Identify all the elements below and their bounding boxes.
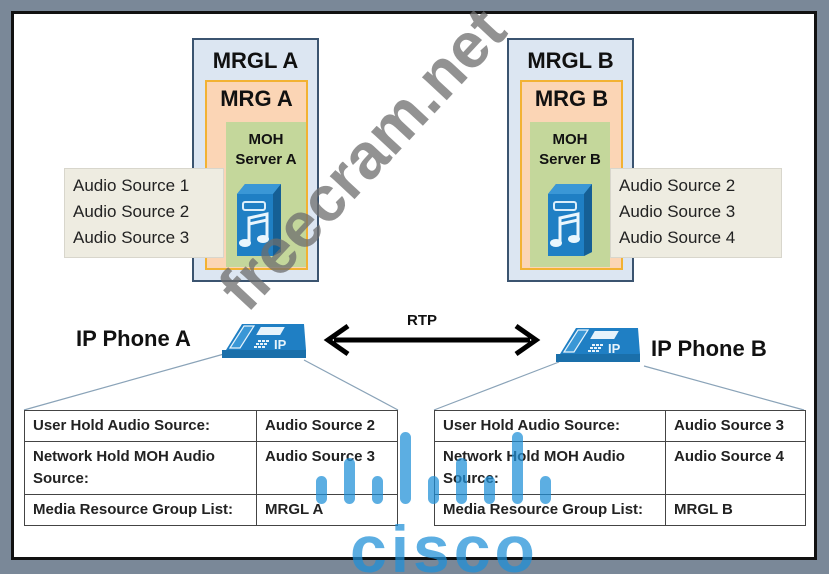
audio-source-list-b: Audio Source 2 Audio Source 3 Audio Sour…	[610, 168, 782, 258]
moh-b-title-line2: Server B	[539, 151, 601, 168]
ip-phone-a-icon: IP	[222, 324, 306, 358]
phone-b-left-connector	[433, 361, 560, 411]
diagram-canvas: MRGL A MRG A MOH Server A Audio Source 1…	[11, 0, 817, 574]
ip-phone-b-label: IP Phone B	[651, 336, 767, 361]
mrg-b-title: MRG B	[534, 86, 609, 111]
moh-server-icon	[548, 184, 592, 256]
table-row: Network Hold MOH Audio Source: Audio Sou…	[434, 441, 806, 495]
phone-a-right-connector	[303, 359, 399, 411]
audio-source-item: Audio Source 4	[619, 228, 736, 247]
table-row: User Hold Audio Source: Audio Source 2	[24, 410, 398, 442]
audio-source-item: Audio Source 2	[619, 176, 736, 195]
audio-source-item: Audio Source 3	[619, 202, 736, 221]
config-label: User Hold Audio Source:	[434, 410, 666, 442]
phone-a-config-table: User Hold Audio Source: Audio Source 2 N…	[24, 410, 398, 526]
config-value: Audio Source 4	[665, 441, 806, 495]
mrg-a-title: MRG A	[220, 86, 293, 111]
moh-server-icon	[237, 184, 281, 256]
ip-phone-a-icon-text: IP	[274, 337, 287, 352]
ip-phone-b-icon-text: IP	[608, 341, 621, 356]
mrgl-b-title: MRGL B	[527, 48, 614, 73]
moh-b-title-line1: MOH	[552, 131, 588, 148]
audio-source-item: Audio Source 1	[73, 176, 190, 195]
rtp-arrow-right-head	[514, 323, 541, 357]
audio-source-item: Audio Source 3	[73, 228, 190, 247]
config-value: Audio Source 3	[665, 410, 806, 442]
audio-source-list-a: Audio Source 1 Audio Source 2 Audio Sour…	[64, 168, 224, 258]
config-label: Media Resource Group List:	[24, 494, 257, 526]
phone-b-right-connector	[643, 365, 805, 411]
config-label: Media Resource Group List:	[434, 494, 666, 526]
table-row: User Hold Audio Source: Audio Source 3	[434, 410, 806, 442]
phone-a-left-connector	[23, 353, 225, 411]
config-label: Network Hold MOH Audio Source:	[24, 441, 257, 495]
moh-a-title-line2: Server A	[235, 151, 297, 168]
table-row: Media Resource Group List: MRGL A	[24, 494, 398, 526]
audio-source-item: Audio Source 2	[73, 202, 190, 221]
config-value: Audio Source 3	[256, 441, 398, 495]
mrgl-a-title: MRGL A	[212, 48, 299, 73]
rtp-label: RTP	[407, 312, 437, 329]
table-row: Network Hold MOH Audio Source: Audio Sou…	[24, 441, 398, 495]
ip-phone-b-icon: IP	[556, 328, 640, 362]
rtp-arrow-left-head	[323, 323, 350, 357]
config-label: User Hold Audio Source:	[24, 410, 257, 442]
ip-phone-a-label: IP Phone A	[76, 326, 191, 351]
table-row: Media Resource Group List: MRGL B	[434, 494, 806, 526]
connector-lines	[23, 323, 805, 411]
moh-a-title-line1: MOH	[248, 131, 284, 148]
config-value: MRGL A	[256, 494, 398, 526]
config-value: Audio Source 2	[256, 410, 398, 442]
config-value: MRGL B	[665, 494, 806, 526]
phone-b-config-table: User Hold Audio Source: Audio Source 3 N…	[434, 410, 806, 526]
config-label: Network Hold MOH Audio Source:	[434, 441, 666, 495]
